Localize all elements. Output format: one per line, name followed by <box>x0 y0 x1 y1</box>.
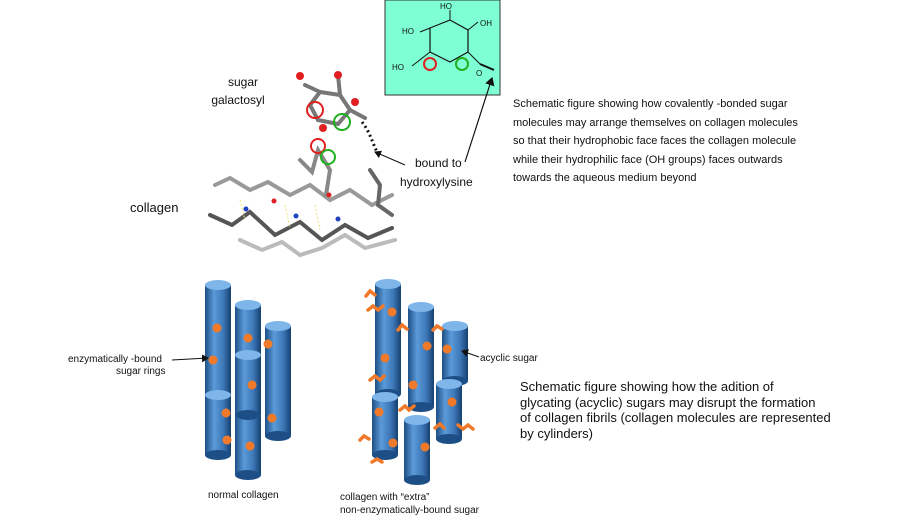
green-ring-marker <box>320 149 336 165</box>
atom-label: HO <box>402 27 414 36</box>
bond <box>479 63 495 71</box>
non-enzymatic-label: non-enzymatically-bound sugar <box>340 505 480 516</box>
structure-arrow <box>464 76 495 163</box>
atom-label: HO <box>392 63 404 72</box>
cylinder <box>372 392 398 460</box>
caption-line: glycating (acyclic) sugars may disrupt t… <box>520 394 816 410</box>
sugar-structure-panel: HO HO OH O HO <box>384 0 501 96</box>
caption-line: Schematic figure showing how covalently … <box>513 98 788 110</box>
cylinder <box>265 321 291 441</box>
structure-background <box>384 0 501 96</box>
green-ring-marker <box>333 113 351 131</box>
collagen-label: collagen <box>130 200 178 215</box>
bound-label: bound to <box>415 156 462 170</box>
dotted-link <box>360 121 380 155</box>
caption-line: towards the aqueous medium beyond <box>513 172 697 184</box>
bond <box>467 21 479 31</box>
enzymatic-arrow <box>171 354 209 363</box>
caption-line: Schematic figure showing how the adition… <box>520 379 774 394</box>
cylinder <box>205 280 231 400</box>
galactosyl-label: galactosyl <box>211 93 264 107</box>
cylinder <box>436 379 462 444</box>
extra-sugar-label: collagen with “extra” <box>340 492 429 503</box>
cylinder <box>442 321 468 386</box>
red-ring-marker <box>306 101 324 119</box>
sugar-label: sugar <box>228 75 258 89</box>
bond <box>467 51 481 65</box>
atom-label: OH <box>480 19 492 28</box>
bottom-caption: Schematic figure showing how the adition… <box>520 379 831 441</box>
top-caption: Schematic figure showing how covalently … <box>513 95 798 188</box>
caption-line: by cylinders) <box>520 425 593 441</box>
red-ring-marker <box>310 138 326 154</box>
normal-collagen-label: normal collagen <box>208 490 279 501</box>
caption-line: so that their hydrophobic face faces the… <box>513 135 797 147</box>
atom-label: HO <box>440 2 452 11</box>
glycated-collagen-cylinders <box>358 279 475 485</box>
atom-label: O <box>476 69 482 78</box>
caption-line: molecules may arrange themselves on coll… <box>513 116 798 129</box>
sugar-dots <box>374 307 457 452</box>
bond <box>411 51 431 67</box>
sugar-dots <box>208 323 277 451</box>
caption-line: of collagen fibrils (collagen molecules … <box>520 410 831 425</box>
hydroxylysine-arrow <box>374 150 406 166</box>
enzymatic-label: enzymatically -bound <box>68 354 162 365</box>
acyclic-sugar-squiggles <box>358 288 475 464</box>
collagen-molecule-model <box>208 138 397 258</box>
normal-collagen-cylinders <box>205 280 291 480</box>
sugar-molecule-model <box>296 71 380 155</box>
acyclic-label: acyclic sugar <box>480 353 538 364</box>
caption-line: while their hydrophilic face (OH groups)… <box>513 153 783 166</box>
cylinder <box>408 302 434 412</box>
hydroxylysine-label: hydroxylysine <box>400 175 473 189</box>
bond <box>419 27 431 33</box>
green-ring-marker <box>455 57 469 71</box>
red-ring-marker <box>423 57 437 71</box>
sugar-rings-label: sugar rings <box>116 366 165 377</box>
cylinder <box>205 390 231 460</box>
acyclic-arrow <box>461 349 480 358</box>
